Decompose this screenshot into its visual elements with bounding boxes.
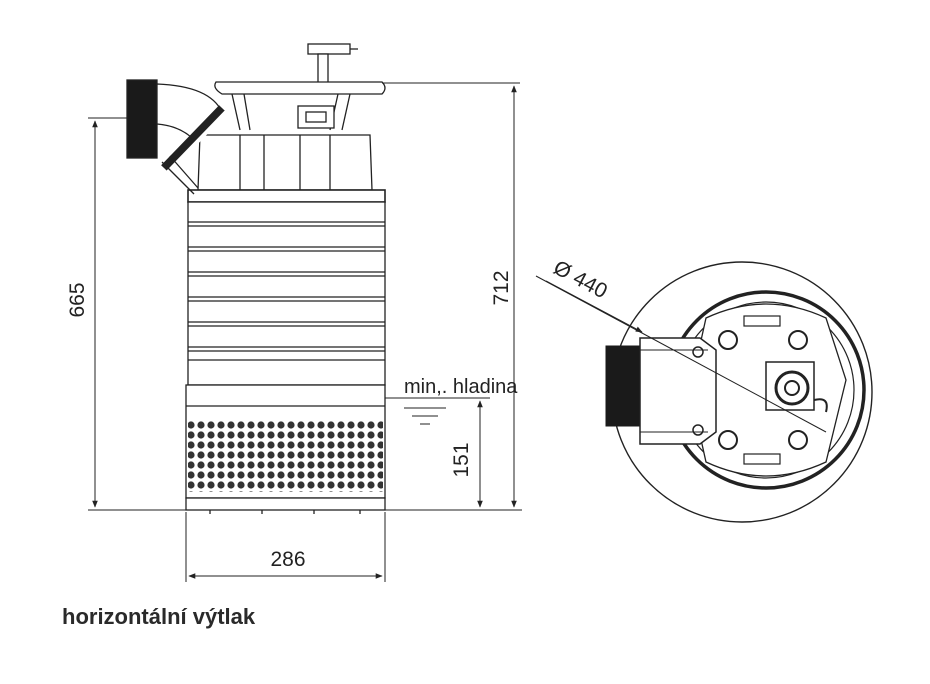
strainer [185, 384, 386, 514]
diagram-caption: horizontální výtlak [62, 604, 256, 629]
dimension-712-label: 712 [490, 270, 513, 305]
outlet-elbow [126, 79, 228, 195]
pump-body [187, 201, 386, 386]
pump-side-view [126, 43, 520, 514]
dimension-diameter-label: Ø 440 [550, 256, 611, 303]
dimension-712 [385, 85, 522, 511]
cable-gland [307, 43, 358, 85]
dimension-286 [185, 512, 386, 582]
dimension-286-label: 286 [270, 548, 305, 571]
dimension-665 [88, 117, 186, 511]
handle-plate [214, 81, 520, 131]
dimension-151-label: 151 [450, 442, 473, 477]
min-level-label: min,. hladina [404, 376, 518, 398]
pump-top-view [605, 261, 873, 523]
dimension-665-label: 665 [66, 282, 89, 317]
dimension-diameter [535, 275, 827, 433]
dimension-151 [385, 397, 490, 508]
motor-housing [187, 134, 386, 203]
